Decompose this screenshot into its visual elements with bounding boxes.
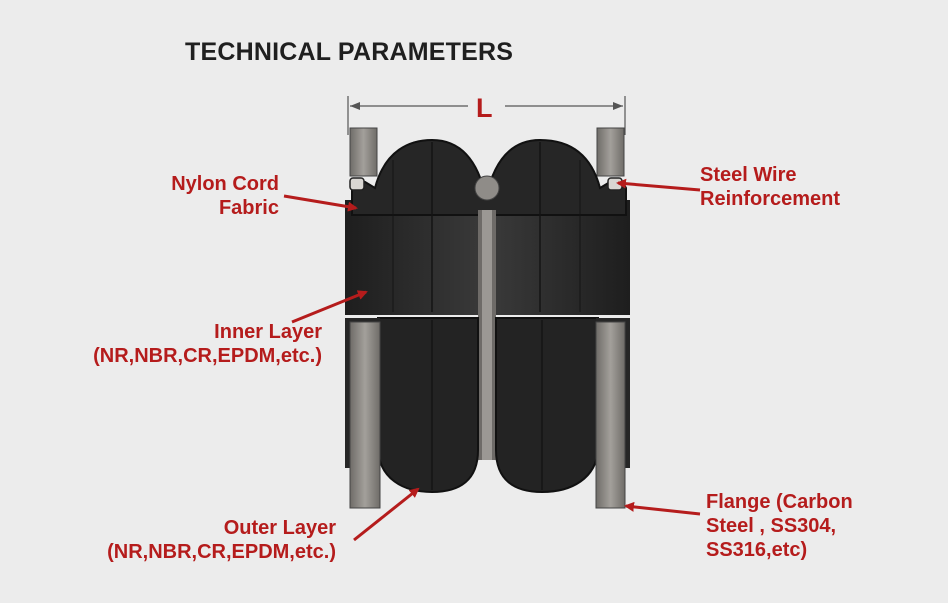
dimension-label-L: L	[476, 93, 493, 123]
label-outer-layer: Outer Layer (NR,NBR,CR,EPDM,etc.)	[107, 516, 336, 564]
arrow-steel-wire	[616, 178, 701, 192]
flange-top-left	[349, 127, 378, 177]
page-title: TECHNICAL PARAMETERS	[185, 38, 514, 66]
label-flange: Flange (Carbon Steel , SS304, SS316,etc)	[706, 490, 853, 562]
label-inner-layer-line2: (NR,NBR,CR,EPDM,etc.)	[93, 345, 322, 367]
label-flange-line1: Flange (Carbon	[706, 491, 853, 513]
label-steel-wire-line2: Reinforcement	[700, 188, 841, 210]
flange-bottom-left	[349, 321, 381, 509]
rubber-body	[345, 138, 630, 494]
label-outer-layer-line2: (NR,NBR,CR,EPDM,etc.)	[107, 541, 336, 563]
arrow-outer-layer	[353, 487, 420, 542]
label-flange-line2: Steel , SS304,	[706, 515, 837, 537]
label-inner-layer-line1: Inner Layer	[214, 321, 322, 343]
label-nylon-cord: Nylon Cord Fabric	[171, 172, 279, 220]
arrow-nylon-cord	[283, 194, 358, 212]
arrow-inner-layer	[291, 290, 368, 324]
steel-wire-bead-left	[349, 177, 365, 191]
label-nylon-cord-line2: Fabric	[218, 197, 279, 219]
label-nylon-cord-line1: Nylon Cord	[171, 173, 279, 195]
label-steel-wire-line1: Steel Wire	[700, 164, 797, 186]
label-inner-layer: Inner Layer (NR,NBR,CR,EPDM,etc.)	[93, 320, 322, 368]
flange-top-right	[596, 127, 625, 177]
dimension-line	[347, 96, 626, 135]
label-outer-layer-line1: Outer Layer	[223, 517, 336, 539]
flange-bottom-right	[595, 321, 626, 509]
label-flange-line3: SS316,etc)	[706, 539, 808, 561]
label-steel-wire: Steel Wire Reinforcement	[700, 163, 840, 211]
arrow-flange	[624, 501, 701, 516]
